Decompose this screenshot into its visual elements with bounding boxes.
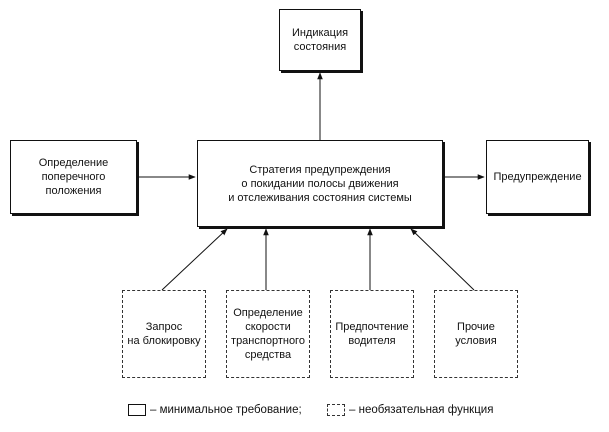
arrow-other-to-strategy: [410, 228, 475, 291]
strategy-label: Стратегия предупреждения о покидании пол…: [228, 163, 412, 204]
warning-box: Предупреждение: [486, 140, 589, 214]
other-conditions-box: Прочие условия: [434, 290, 518, 378]
other-conditions-label: Прочие условия: [455, 321, 497, 347]
legend-solid-swatch: [128, 404, 146, 416]
legend-dashed-swatch: [327, 404, 345, 416]
indication-box: Индикация состояния: [279, 9, 361, 71]
vehicle-speed-label: Определение скорости транспортного средс…: [231, 307, 305, 361]
block-request-label: Запрос на блокировку: [127, 321, 201, 347]
legend: – минимальное требование; – необязательн…: [0, 400, 609, 420]
lateral-position-label: Определение поперечного положения: [38, 157, 109, 197]
block-request-box: Запрос на блокировку: [122, 290, 206, 378]
driver-preference-label: Предпочтение водителя: [335, 321, 409, 347]
lateral-position-box: Определение поперечного положения: [10, 140, 137, 214]
strategy-box: Стратегия предупреждения о покидании пол…: [197, 140, 443, 227]
warning-label: Предупреждение: [493, 171, 582, 183]
vehicle-speed-box: Определение скорости транспортного средс…: [226, 290, 310, 378]
driver-preference-box: Предпочтение водителя: [330, 290, 414, 378]
legend-optional-label: – необязательная функция: [349, 404, 494, 416]
legend-mandatory-label: – минимальное требование;: [150, 404, 302, 416]
indication-label: Индикация состояния: [291, 27, 349, 53]
arrow-block-request-to-strategy: [161, 228, 228, 291]
